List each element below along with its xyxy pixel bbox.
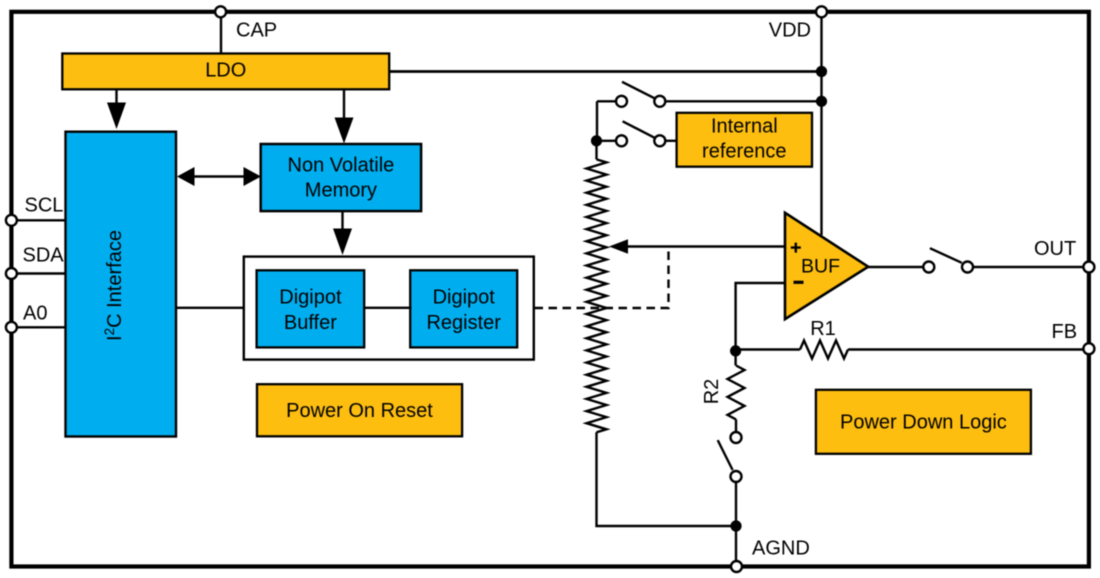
svg-text:Power On Reset: Power On Reset bbox=[286, 400, 433, 422]
svg-text:R2: R2 bbox=[701, 379, 723, 405]
svg-text:VDD: VDD bbox=[769, 20, 811, 42]
svg-text:CAP: CAP bbox=[236, 20, 277, 42]
svg-text:SCL: SCL bbox=[25, 195, 64, 217]
svg-text:reference: reference bbox=[702, 141, 787, 163]
svg-text:Internal: Internal bbox=[711, 116, 778, 138]
svg-text:BUF: BUF bbox=[801, 255, 840, 277]
svg-text:Digipot: Digipot bbox=[279, 287, 342, 309]
svg-text:SDA: SDA bbox=[23, 245, 65, 267]
svg-text:Register: Register bbox=[426, 312, 501, 334]
svg-text:R1: R1 bbox=[810, 318, 836, 340]
svg-text:AGND: AGND bbox=[752, 538, 810, 560]
svg-text:Memory: Memory bbox=[305, 180, 377, 202]
svg-text:Digipot: Digipot bbox=[433, 287, 496, 309]
svg-text:I2C Interface: I2C Interface bbox=[102, 230, 126, 341]
svg-text:OUT: OUT bbox=[1034, 238, 1076, 260]
svg-text:LDO: LDO bbox=[205, 60, 246, 82]
svg-text:FB: FB bbox=[1052, 321, 1078, 343]
svg-text:Power Down Logic: Power Down Logic bbox=[840, 412, 1007, 434]
svg-text:Non Volatile: Non Volatile bbox=[288, 155, 395, 177]
svg-text:Buffer: Buffer bbox=[284, 312, 337, 334]
svg-text:A0: A0 bbox=[23, 303, 47, 325]
